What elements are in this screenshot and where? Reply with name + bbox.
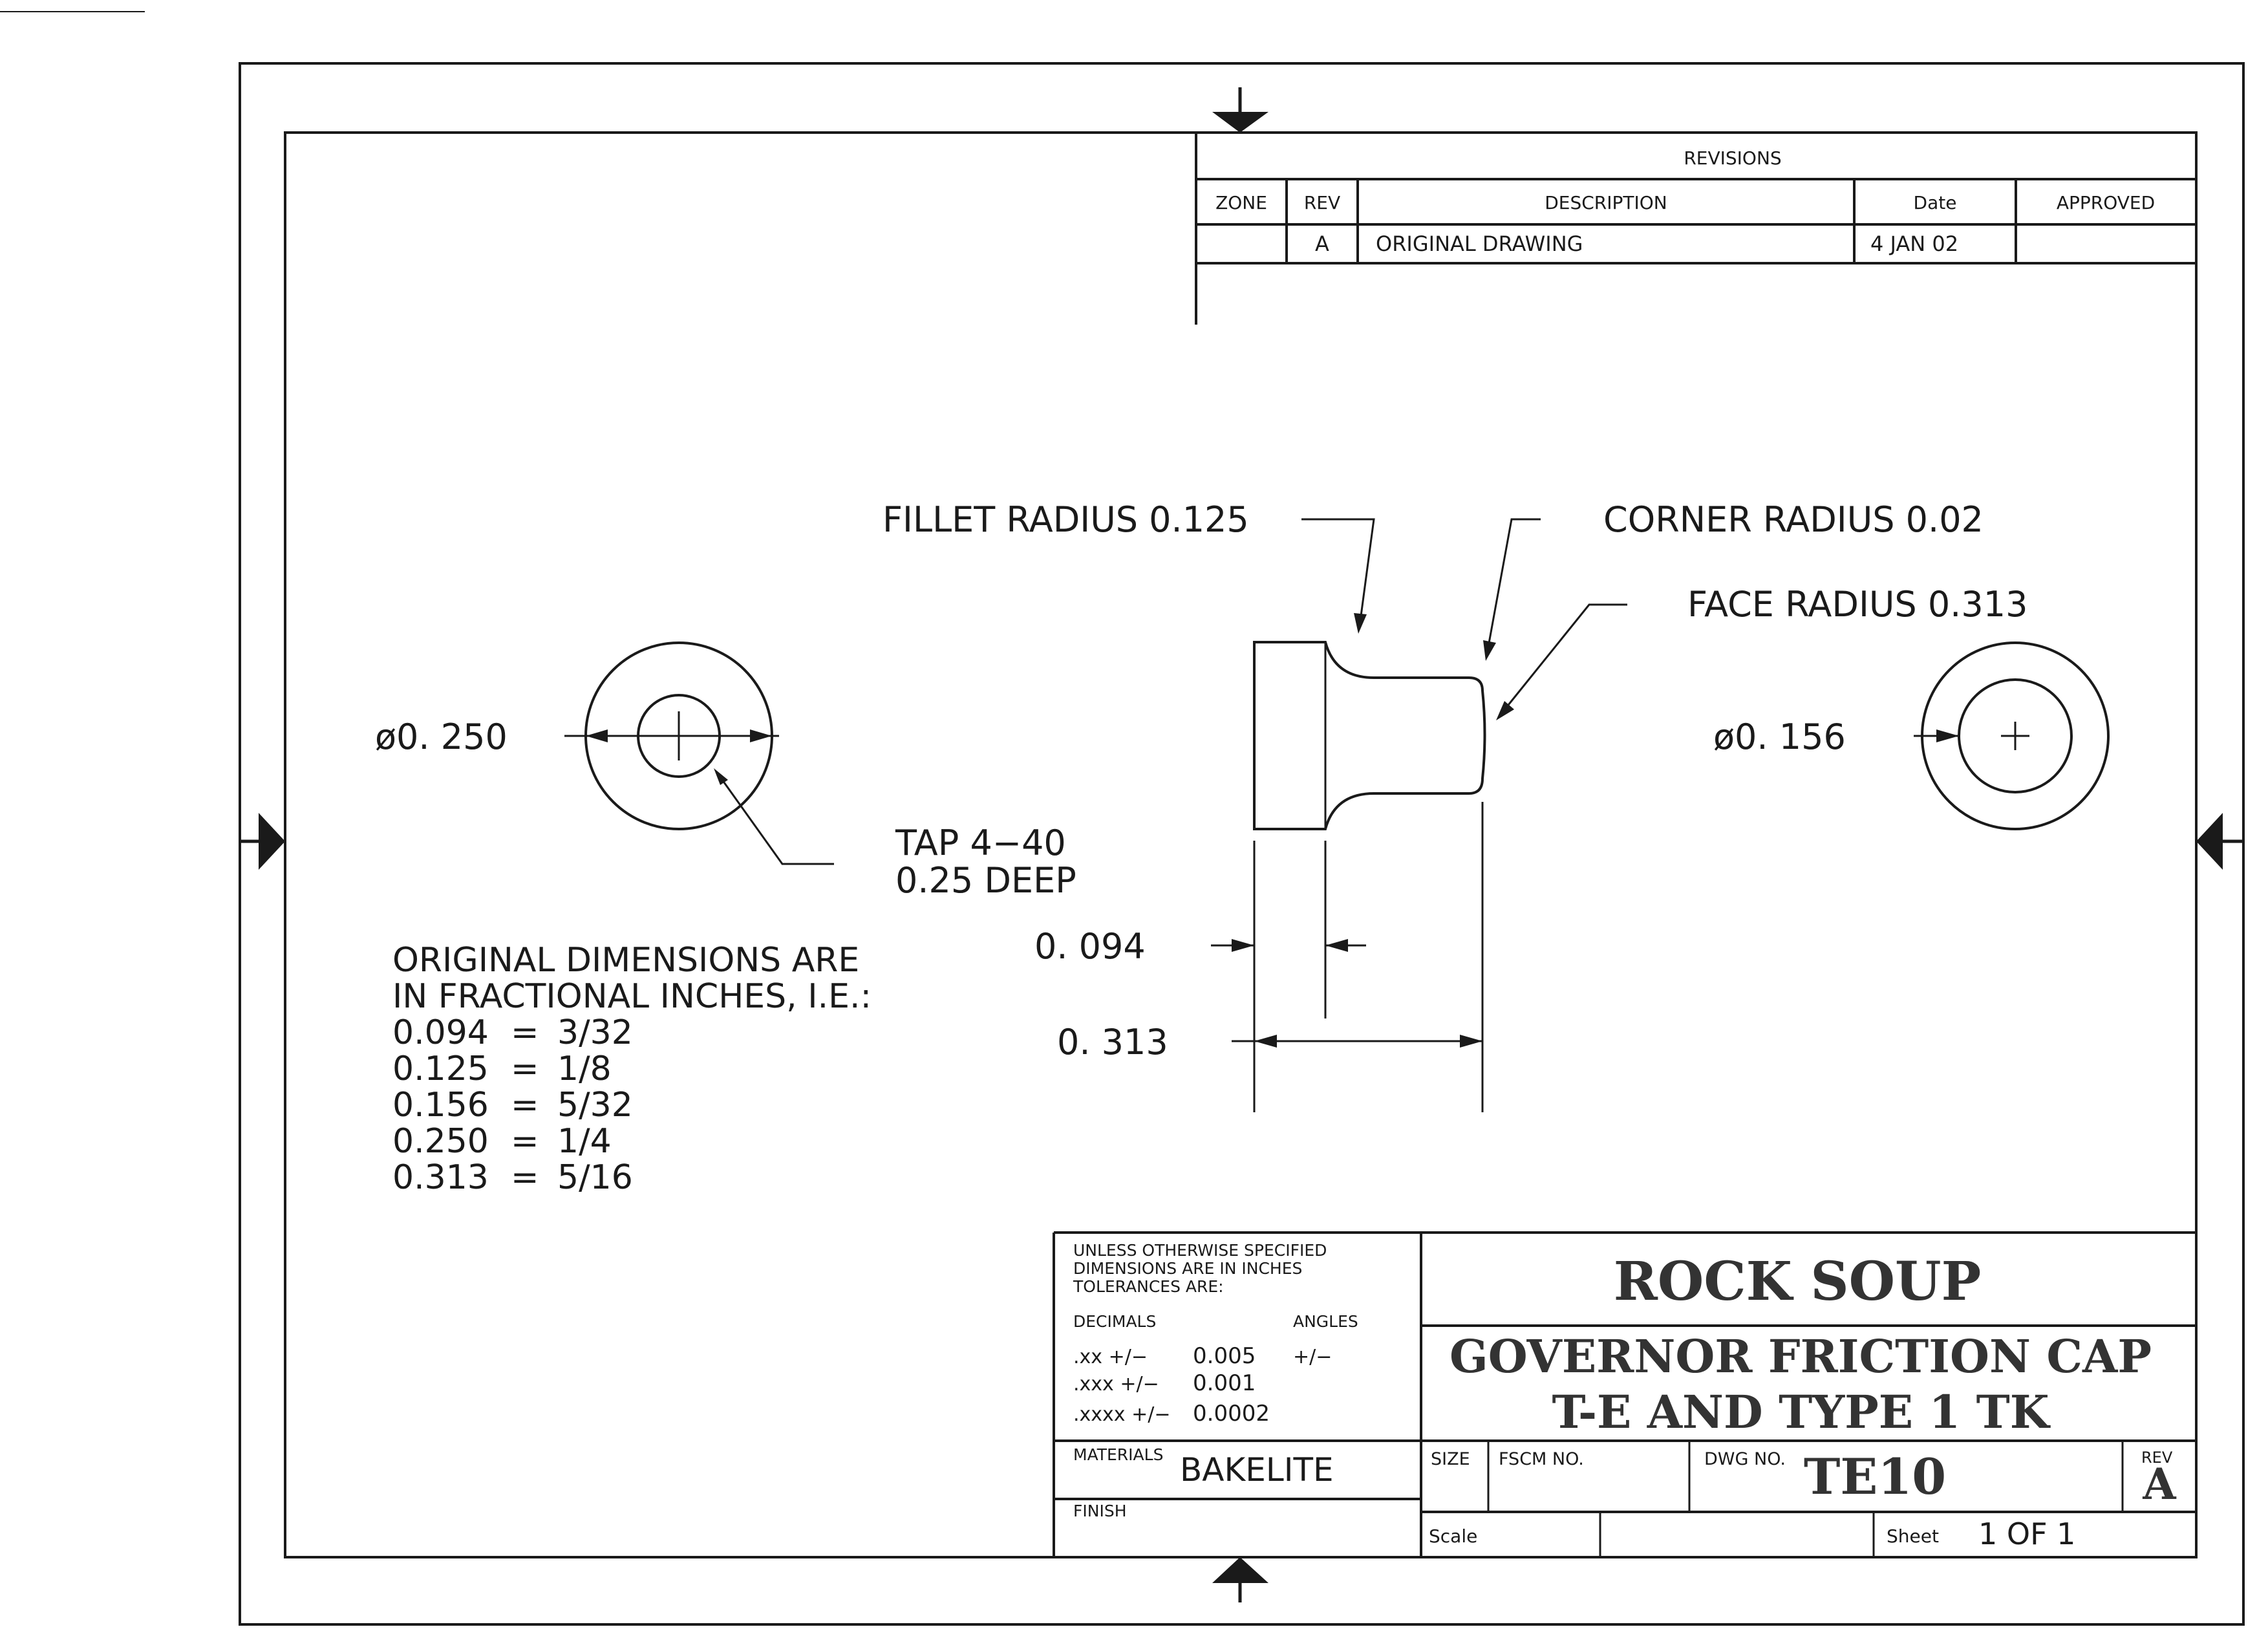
drawing-title-line1: GOVERNOR FRICTION CAP: [1450, 1330, 2152, 1383]
conv-equals: =: [511, 1158, 539, 1197]
conv-fraction: 1/4: [557, 1122, 612, 1161]
conv-decimal: 0.094: [392, 1013, 489, 1052]
note-line2: IN FRACTIONAL INCHES, I.E.:: [392, 977, 872, 1016]
tolerance-label: .xx +/−: [1073, 1346, 1148, 1368]
revisions-title: REVISIONS: [1684, 147, 1781, 169]
row-rev: A: [1315, 232, 1329, 256]
tolerance-value: 0.001: [1193, 1370, 1256, 1396]
header-zone: ZONE: [1215, 192, 1267, 213]
part-outline: [1253, 641, 1486, 830]
dimension-notes: ORIGINAL DIMENSIONS ARE IN FRACTIONAL IN…: [392, 941, 872, 1197]
header-rev: REV: [1304, 192, 1340, 213]
scale-label: Scale: [1429, 1525, 1477, 1547]
tap-callout-line2: 0.25 DEEP: [895, 860, 1076, 901]
note-line1: ORIGINAL DIMENSIONS ARE: [392, 941, 859, 980]
conv-equals: =: [511, 1050, 539, 1088]
materials-label: MATERIALS: [1073, 1445, 1163, 1464]
conv-equals: =: [511, 1013, 539, 1052]
side-view: [1211, 518, 1627, 1112]
conv-fraction: 3/32: [557, 1013, 633, 1052]
rev-label: REV: [2141, 1449, 2173, 1467]
fillet-callout: FILLET RADIUS 0.125: [883, 499, 1249, 540]
corner-callout: CORNER RADIUS 0.02: [1603, 499, 1984, 540]
conv-decimal: 0.250: [392, 1122, 489, 1161]
centering-marks: [240, 87, 2243, 1602]
company-name: ROCK SOUP: [1614, 1251, 1981, 1313]
conv-decimal: 0.313: [392, 1158, 489, 1197]
drawing-title-line2: T-E AND TYPE 1 TK: [1552, 1385, 2050, 1439]
sheet-label: Sheet: [1887, 1525, 1939, 1547]
overall-length-label: 0. 313: [1057, 1022, 1168, 1062]
conv-equals: =: [511, 1086, 539, 1125]
title-block: [1053, 1231, 2196, 1557]
header-approved: APPROVED: [2057, 192, 2155, 213]
header-description: DESCRIPTION: [1545, 192, 1667, 213]
left-end-view: [564, 641, 834, 865]
left-diameter-label: ø0. 250: [375, 717, 508, 757]
finish-label: FINISH: [1073, 1502, 1127, 1520]
angles-value: +/−: [1293, 1346, 1332, 1368]
material-value: BAKELITE: [1180, 1451, 1334, 1489]
conv-decimal: 0.125: [392, 1050, 489, 1088]
spec-line3: TOLERANCES ARE:: [1073, 1277, 1224, 1296]
sheet-value: 1 OF 1: [1978, 1516, 2075, 1551]
tolerance-value: 0.0002: [1193, 1401, 1270, 1427]
spec-line2: DIMENSIONS ARE IN INCHES: [1073, 1259, 1302, 1278]
right-diameter-label: ø0. 156: [1713, 717, 1846, 757]
conv-decimal: 0.156: [392, 1086, 489, 1125]
dwg-label: DWG NO.: [1704, 1449, 1786, 1469]
row-date: 4 JAN 02: [1870, 232, 1958, 256]
tap-callout-line1: TAP 4−40: [895, 823, 1066, 863]
flange-thickness-label: 0. 094: [1034, 926, 1146, 967]
outer-border: [239, 62, 2245, 1626]
size-label: SIZE: [1431, 1449, 1470, 1469]
conv-fraction: 5/32: [557, 1086, 633, 1125]
revisions-table: REVISIONS ZONE REV DESCRIPTION Date APPR…: [1195, 131, 2198, 325]
right-end-view: [1914, 641, 2110, 830]
tolerance-label: .xxx +/−: [1073, 1373, 1159, 1396]
row-description: ORIGINAL DRAWING: [1376, 232, 1583, 256]
conv-fraction: 5/16: [557, 1158, 633, 1197]
angles-label: ANGLES: [1293, 1312, 1358, 1331]
rev-value: A: [2142, 1459, 2176, 1509]
tolerance-label: .xxxx +/−: [1073, 1403, 1170, 1426]
face-callout: FACE RADIUS 0.313: [1687, 584, 2027, 625]
fscm-label: FSCM NO.: [1499, 1449, 1584, 1469]
header-date: Date: [1914, 192, 1957, 213]
drawing-number: TE10: [1804, 1448, 1946, 1505]
tolerance-value: 0.005: [1193, 1343, 1256, 1369]
decimals-label: DECIMALS: [1073, 1312, 1156, 1331]
conv-equals: =: [511, 1122, 539, 1161]
conv-fraction: 1/8: [557, 1050, 612, 1088]
spec-line1: UNLESS OTHERWISE SPECIFIED: [1073, 1241, 1327, 1260]
